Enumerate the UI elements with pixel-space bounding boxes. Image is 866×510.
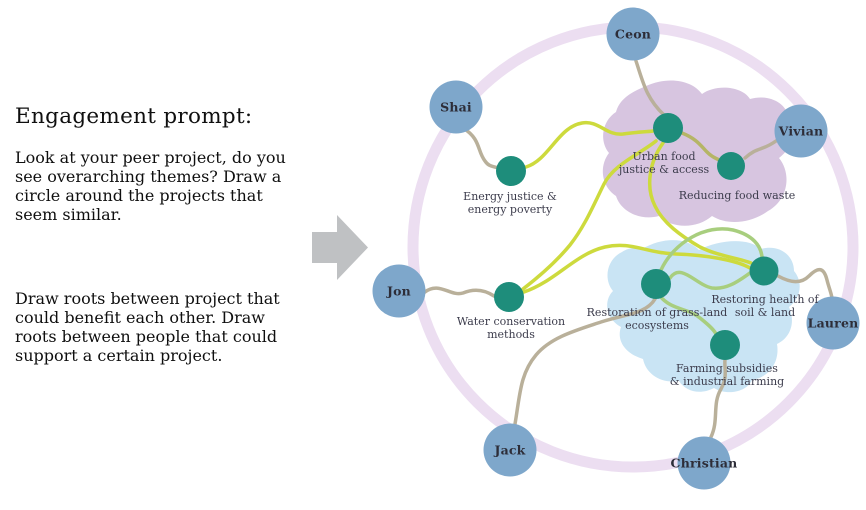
root-urban-reducing [680, 131, 721, 162]
person-circle-ceon: Ceon [606, 7, 660, 61]
project-label-restoration: Restoration of grass-land ecosystems [586, 306, 728, 332]
project-label-reducing: Reducing food waste [678, 189, 796, 202]
project-label-urban: Urban food justice & access [618, 150, 710, 176]
root-restoration-restoring [668, 270, 752, 290]
root-vivian-reducing [743, 139, 778, 160]
project-dot-energy [496, 156, 526, 186]
project-label-water: Water conservation methods [456, 315, 566, 341]
root-energy-urban [524, 120, 655, 169]
root-restoration-farming [658, 294, 718, 336]
project-dot-farming [710, 330, 740, 360]
person-circle-jack: Jack [483, 423, 537, 477]
person-name: Lauren [807, 315, 859, 331]
root-christian-farming [709, 358, 727, 439]
project-dot-urban [653, 113, 683, 143]
project-dot-restoration [641, 269, 671, 299]
project-dot-restoring [749, 256, 779, 286]
project-dot-water [494, 282, 524, 312]
root-restoration-restoring-arc [659, 227, 764, 272]
root-jon-water [423, 286, 496, 298]
root-shai-energy [461, 126, 500, 170]
prompt-paragraph-draw-roots: Draw roots between project that could be… [15, 289, 280, 365]
root-lauren-restoring [776, 267, 834, 300]
person-name: Shai [440, 99, 472, 115]
root-urban-water [521, 139, 658, 291]
person-name: Christian [670, 455, 738, 471]
person-name: Jack [494, 442, 526, 458]
person-circle-jon: Jon [372, 264, 426, 318]
project-label-restoring: Restoring health of soil & land [711, 293, 819, 319]
root-jack-restoration [513, 297, 657, 426]
prompt-paragraph-circle-themes: Look at your peer project, do you see ov… [15, 148, 286, 224]
prompt-title: Engagement prompt: [15, 104, 253, 129]
person-name: Jon [387, 283, 411, 299]
person-name: Vivian [778, 123, 824, 139]
root-urban-restoring [647, 141, 753, 265]
person-circle-lauren: Lauren [806, 296, 860, 350]
person-circle-christian: Christian [671, 436, 737, 490]
right-arrow-icon [312, 215, 368, 280]
project-label-energy: Energy justice & energy poverty [463, 190, 557, 216]
person-circle-shai: Shai [429, 80, 483, 134]
project-label-farming: Farming subsidies & industrial farming [669, 362, 785, 388]
project-dot-reducing [717, 152, 745, 180]
person-name: Ceon [614, 26, 652, 42]
person-circle-vivian: Vivian [774, 104, 828, 158]
root-ceon-urban [634, 59, 666, 117]
root-water-restoring [522, 243, 752, 294]
